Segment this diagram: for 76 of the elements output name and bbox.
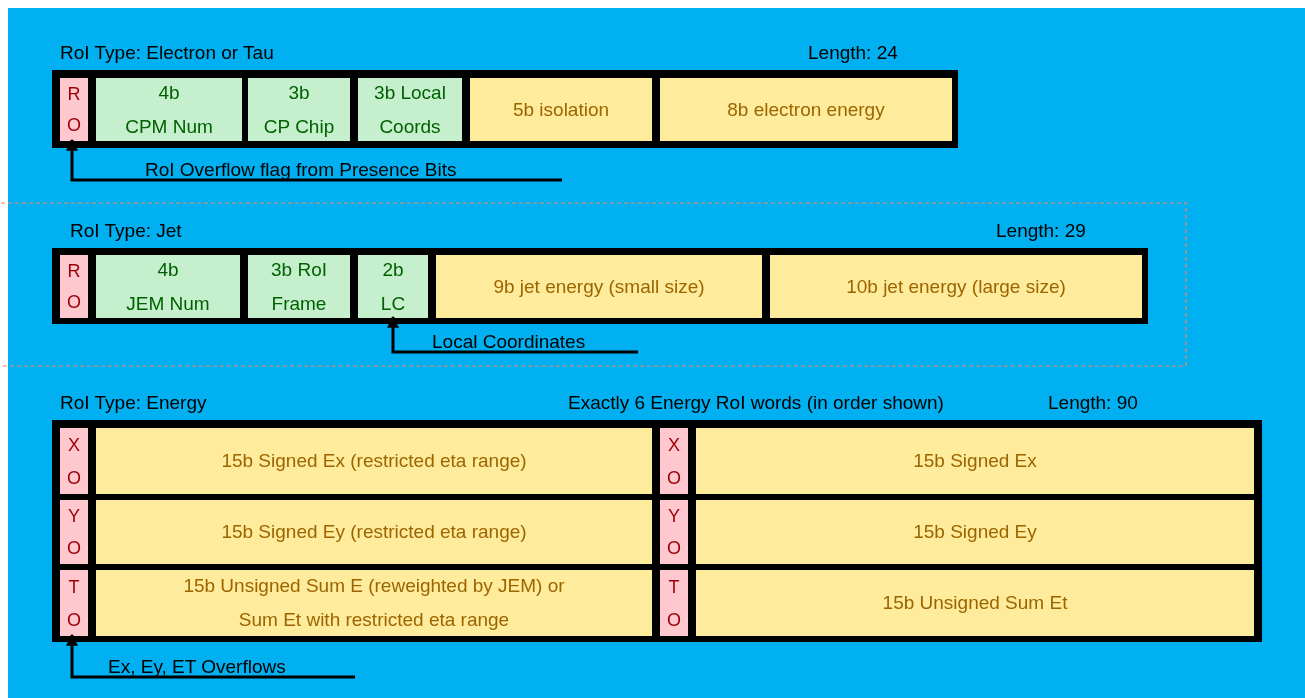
flag-letter: X bbox=[68, 433, 80, 456]
register-heading: RoI Type: Electron or Tau bbox=[60, 42, 274, 64]
field-label: Frame bbox=[271, 291, 327, 316]
field-label: 15b Signed Ex bbox=[913, 449, 1037, 473]
bit-field bbox=[358, 255, 428, 318]
arrow bbox=[66, 633, 357, 679]
bit-field bbox=[96, 500, 652, 564]
bit-field bbox=[696, 570, 1254, 636]
annotation-text: Ex, Ey, ET Overflows bbox=[108, 656, 286, 678]
flag-letter: R bbox=[67, 82, 81, 105]
flag-letter: T bbox=[668, 575, 680, 598]
bit-field bbox=[660, 78, 952, 141]
flag-bit-field bbox=[660, 428, 688, 494]
register-heading: RoI Type: Energy bbox=[60, 392, 207, 414]
annotation-text: Local Coordinates bbox=[432, 331, 586, 353]
flag-letter: Y bbox=[68, 505, 80, 527]
field-label: 4b bbox=[157, 257, 179, 282]
field-label: CPM Num bbox=[125, 114, 213, 139]
field-label: 5b isolation bbox=[512, 97, 610, 122]
field-label: 15b Signed Ey bbox=[913, 520, 1037, 544]
annotation-text: RoI Overflow flag from Presence Bits bbox=[145, 159, 457, 181]
field-label: JEM Num bbox=[126, 291, 210, 316]
flag-letter: O bbox=[67, 537, 81, 559]
length-label: Length: 29 bbox=[996, 220, 1086, 242]
flag-letter: O bbox=[667, 608, 681, 631]
flag-letter: O bbox=[667, 537, 681, 559]
field-label: 10b jet energy (large size) bbox=[846, 274, 1066, 299]
flag-letter: X bbox=[668, 433, 680, 456]
flag-letter: R bbox=[67, 259, 81, 282]
flag-bit-field bbox=[660, 500, 688, 564]
flag-letter: O bbox=[67, 608, 81, 631]
field-label: 15b Unsigned Sum Et bbox=[882, 591, 1068, 615]
bit-field bbox=[248, 255, 350, 318]
field-label: Sum Et with restricted eta range bbox=[238, 608, 510, 632]
flag-bit-field bbox=[60, 570, 88, 636]
flag-bit-field bbox=[660, 570, 688, 636]
flag-bit-field bbox=[60, 78, 88, 141]
field-label: 9b jet energy (small size) bbox=[493, 274, 705, 299]
bit-field bbox=[96, 78, 242, 141]
field-label: LC bbox=[380, 291, 406, 316]
field-label: CP Chip bbox=[263, 114, 335, 139]
bit-field bbox=[696, 500, 1254, 564]
field-label: 8b electron energy bbox=[727, 97, 885, 122]
flag-letter: O bbox=[667, 466, 681, 489]
flag-letter: O bbox=[67, 291, 81, 314]
arrow bbox=[387, 315, 640, 354]
flag-letter: Y bbox=[668, 505, 680, 527]
field-label: 3b Local bbox=[374, 80, 446, 105]
bit-field bbox=[96, 255, 240, 318]
flag-letter: T bbox=[68, 575, 80, 598]
field-label: 15b Signed Ex (restricted eta range) bbox=[221, 449, 527, 473]
bit-field bbox=[248, 78, 350, 141]
register-heading: RoI Type: Jet bbox=[70, 220, 182, 242]
field-label: 2b bbox=[382, 257, 404, 282]
flag-bit-field bbox=[60, 428, 88, 494]
field-label: 3b bbox=[288, 80, 310, 105]
bit-field bbox=[696, 428, 1254, 494]
bit-field bbox=[770, 255, 1142, 318]
field-label: 15b Unsigned Sum E (reweighted by JEM) or bbox=[183, 574, 565, 598]
bit-field bbox=[470, 78, 652, 141]
flag-letter: O bbox=[67, 114, 81, 137]
bit-field bbox=[96, 428, 652, 494]
field-label: 4b bbox=[158, 80, 180, 105]
arrow bbox=[66, 138, 564, 182]
length-label: Length: 90 bbox=[1048, 392, 1138, 414]
bit-field bbox=[436, 255, 762, 318]
field-label: Coords bbox=[379, 114, 441, 139]
length-label: Length: 24 bbox=[808, 42, 898, 64]
field-label: 15b Signed Ey (restricted eta range) bbox=[221, 520, 527, 544]
bit-field bbox=[96, 570, 652, 636]
bit-field bbox=[358, 78, 462, 141]
flag-bit-field bbox=[60, 500, 88, 564]
note-text: Exactly 6 Energy RoI words (in order shown) bbox=[568, 392, 944, 414]
field-label: 3b RoI bbox=[271, 257, 327, 282]
flag-bit-field bbox=[60, 255, 88, 318]
flag-letter: O bbox=[67, 466, 81, 489]
